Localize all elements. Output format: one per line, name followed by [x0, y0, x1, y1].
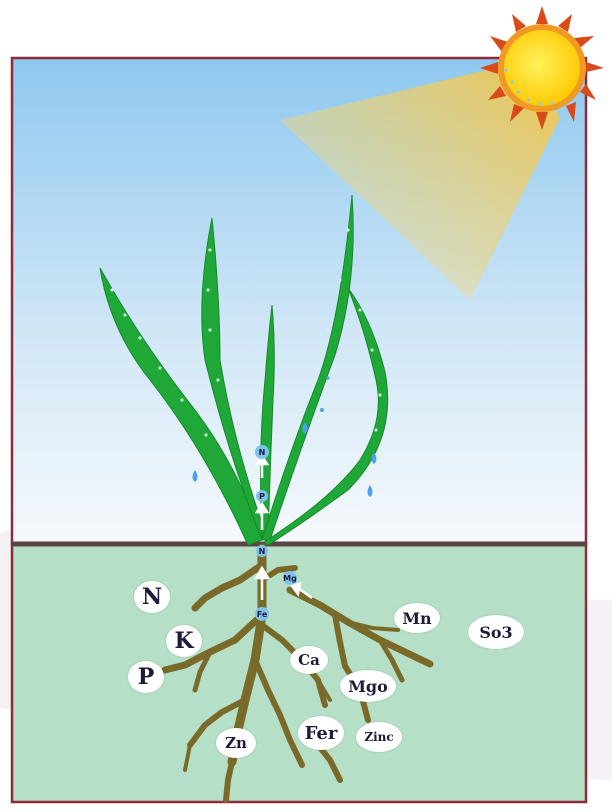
nutrient-n: N: [134, 581, 170, 613]
stem-label-p: P: [259, 492, 265, 501]
root-label-fe: Fe: [257, 610, 268, 619]
nutrient-mgo: Mgo: [340, 670, 396, 702]
nutrient-fer: Fer: [298, 716, 344, 750]
nutrient-k: K: [166, 625, 202, 657]
nutrient-mn: Mn: [394, 603, 440, 633]
stem-label-n: N: [259, 448, 266, 457]
base-label-n: N: [259, 547, 266, 556]
nutrient-zinc: Zinc: [356, 722, 402, 752]
nutrient-zn: Zn: [216, 728, 256, 758]
root-label-mg: Mg: [283, 574, 297, 583]
nutrient-so3: So3: [468, 615, 524, 649]
nutrient-ca: Ca: [290, 646, 328, 674]
nutrient-p: P: [128, 661, 164, 693]
